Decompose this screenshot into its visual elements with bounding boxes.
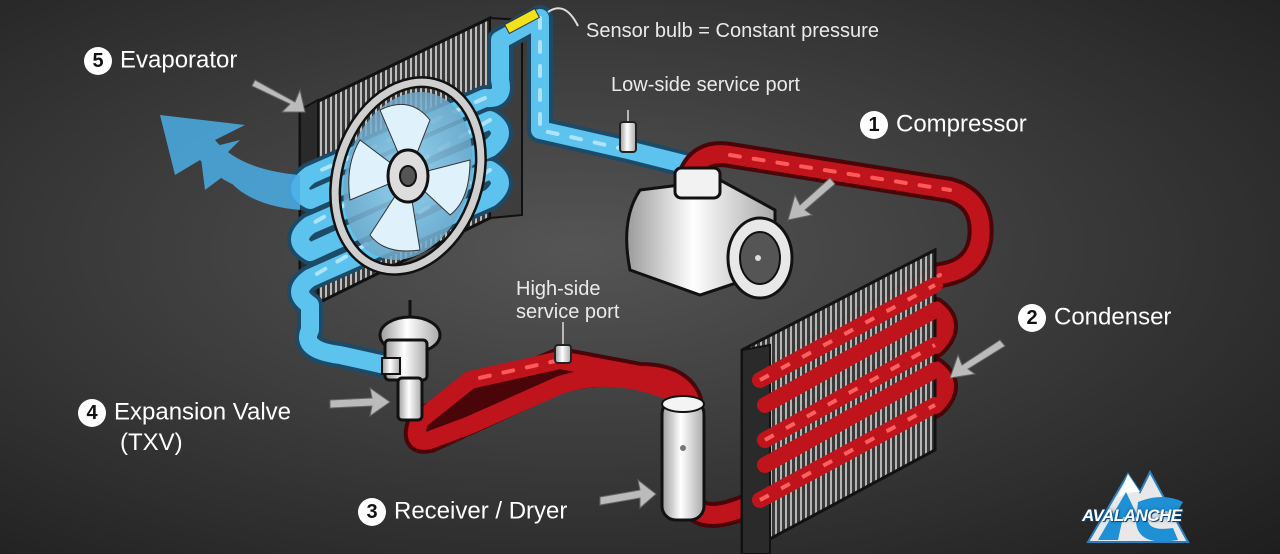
- condenser-label-text: Condenser: [1054, 303, 1172, 331]
- logo-text: AVALANCHE: [1082, 506, 1182, 525]
- evaporator-fan: [329, 76, 487, 276]
- condenser-number-badge: 2: [1018, 303, 1046, 332]
- receiver-dryer-number-badge: 3: [358, 497, 386, 526]
- low-side-port-label: Low-side service port: [611, 74, 800, 96]
- receiver-dryer-label: 3 Receiver / Dryer: [358, 497, 567, 526]
- low-side-service-port: [619, 110, 637, 153]
- receiver-dryer-label-text: Receiver / Dryer: [394, 497, 568, 525]
- expansion-valve-label-line2: (TXV): [120, 428, 183, 456]
- sensor-bulb-pointer: [547, 7, 579, 27]
- receiver-dryer: [660, 395, 706, 522]
- high-side-port-label-line1: High-side: [516, 278, 601, 300]
- compressor: [625, 166, 794, 300]
- high-side-port-label-line2: service port: [516, 301, 620, 323]
- condenser-label: 2 Condenser: [1018, 303, 1171, 332]
- sensor-bulb-label: Sensor bulb = Constant pressure: [586, 20, 879, 42]
- sensor-bulb: [503, 7, 541, 35]
- high-side-port-label: High-side service port: [516, 278, 619, 324]
- evaporator-label: 5 Evaporator: [84, 46, 237, 75]
- airflow-arrow: [160, 115, 300, 210]
- compressor-number-badge: 1: [860, 110, 888, 139]
- high-side-service-port: [554, 322, 572, 364]
- evaporator-label-text: Evaporator: [120, 46, 238, 74]
- expansion-valve-label-line1: Expansion Valve: [114, 398, 291, 426]
- avalanche-logo: [1086, 469, 1190, 543]
- expansion-valve-label: 4 Expansion Valve (TXV): [78, 397, 291, 458]
- compressor-label: 1 Compressor: [860, 110, 1027, 139]
- evaporator-number-badge: 5: [84, 46, 112, 75]
- expansion-valve: [378, 300, 442, 422]
- compressor-label-text: Compressor: [896, 110, 1027, 138]
- pointer-arrows: [251, 79, 1006, 510]
- expansion-valve-number-badge: 4: [78, 398, 106, 427]
